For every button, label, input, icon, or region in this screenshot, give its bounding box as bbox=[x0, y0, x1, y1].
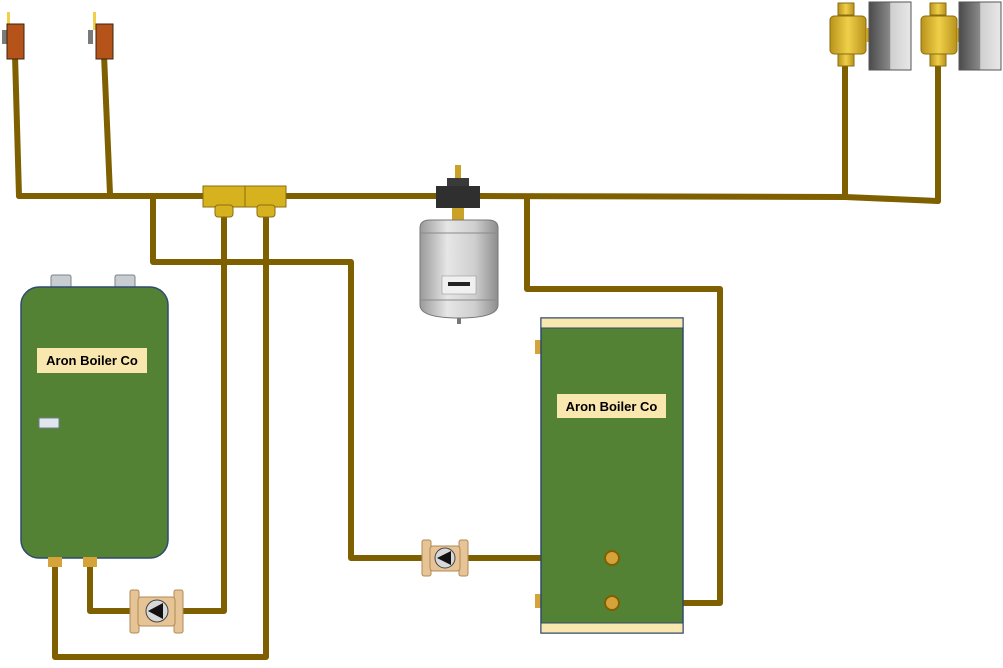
supply-riser-left bbox=[12, 52, 22, 199]
circulator-1 bbox=[129, 589, 184, 634]
supply-valve-left bbox=[2, 12, 25, 60]
main-header-right bbox=[477, 193, 941, 204]
expansion-tank-icon bbox=[419, 165, 499, 324]
boiler-supply-line bbox=[52, 209, 269, 660]
supply-riser-right bbox=[101, 52, 113, 197]
circulator-2 bbox=[421, 539, 469, 577]
boiler-1-label: Aron Boiler Co bbox=[37, 348, 147, 373]
primary-tee-left bbox=[202, 185, 246, 218]
boiler-2-label: Aron Boiler Co bbox=[557, 394, 666, 418]
boiler-circ-out bbox=[180, 209, 227, 614]
zone-valve-1 bbox=[829, 1, 912, 71]
boiler-2 bbox=[535, 317, 684, 634]
primary-tee-right bbox=[244, 185, 287, 218]
boiler-1 bbox=[20, 274, 169, 567]
indirect-supply-branch bbox=[524, 194, 723, 606]
piping bbox=[12, 52, 941, 660]
zone-valve-2 bbox=[920, 1, 1002, 71]
supply-valve-right bbox=[88, 12, 114, 60]
indirect-circ-branch bbox=[150, 193, 428, 561]
boiler-return-line bbox=[87, 562, 133, 614]
